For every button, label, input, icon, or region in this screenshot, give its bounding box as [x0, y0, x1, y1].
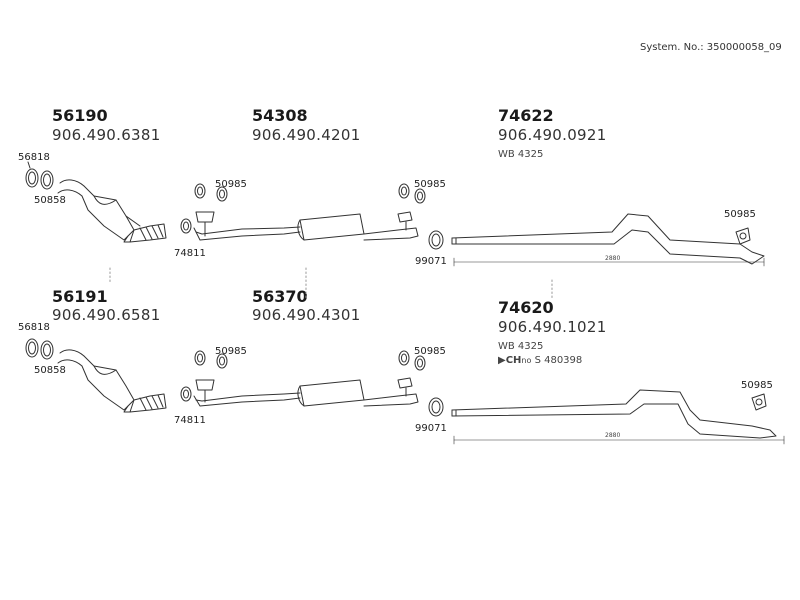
catalytic-converter-56190	[25, 161, 167, 243]
part-number-74622: 74622	[498, 106, 554, 125]
oem-number-56370: 906.490.4301	[252, 306, 361, 324]
group-separators	[109, 267, 553, 301]
callout-50858-bottom: 50858	[34, 365, 66, 376]
front-pipe-56370	[180, 350, 444, 417]
part-number-54308: 54308	[252, 106, 308, 125]
oem-number-56191: 906.490.6581	[52, 306, 161, 324]
callout-50985-top-b: 50985	[414, 179, 446, 190]
dimension-label-bottom: 2880	[605, 432, 621, 439]
callout-74811-bottom: 74811	[174, 415, 206, 426]
ch-rest: S 480398	[534, 355, 583, 366]
callout-56818-bottom: 56818	[18, 322, 50, 333]
oem-number-74620: 906.490.1021	[498, 318, 607, 336]
front-pipe-54308	[180, 183, 444, 250]
callout-99071-top: 99071	[415, 256, 447, 267]
callout-74811-top: 74811	[174, 248, 206, 259]
callout-50985-top-c: 50985	[724, 209, 756, 220]
ch-marker: ▶CH	[498, 355, 522, 366]
callout-99071-bottom: 99071	[415, 423, 447, 434]
wb-note-74620: WB 4325	[498, 341, 544, 352]
oem-number-74622: 906.490.0921	[498, 126, 607, 144]
oem-number-54308: 906.490.4201	[252, 126, 361, 144]
callout-50985-bottom-b: 50985	[414, 346, 446, 357]
oem-number-56190: 906.490.6381	[52, 126, 161, 144]
tail-pipe-74622	[451, 213, 765, 267]
tail-pipe-74620	[451, 389, 785, 445]
catalytic-converter-56191	[25, 338, 167, 413]
system-number: System. No.: 350000058_09	[640, 42, 782, 53]
part-number-56190: 56190	[52, 106, 108, 125]
ch-note-74620: ▶CHno S 480398	[498, 355, 582, 366]
callout-50858-top: 50858	[34, 195, 66, 206]
part-number-74620: 74620	[498, 298, 554, 317]
callout-50985-bottom-c: 50985	[741, 380, 773, 391]
callout-50985-bottom-a: 50985	[215, 346, 247, 357]
dimension-label-top: 2880	[605, 255, 621, 262]
part-number-56370: 56370	[252, 287, 308, 306]
callout-56818-top: 56818	[18, 152, 50, 163]
part-number-56191: 56191	[52, 287, 108, 306]
callout-50985-top-a: 50985	[215, 179, 247, 190]
wb-note-74622: WB 4325	[498, 149, 544, 160]
ch-suffix: no	[521, 356, 532, 365]
